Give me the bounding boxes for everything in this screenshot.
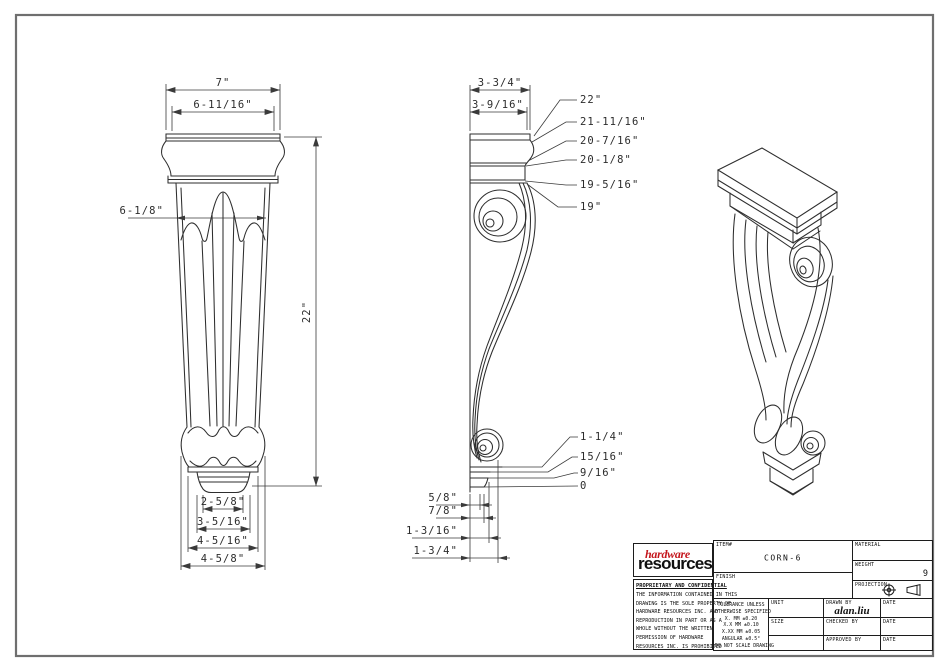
- dim-front-width-body: 6-1/8": [119, 205, 164, 217]
- proprietary-title: PROPRIETARY AND CONFIDENTIAL: [636, 583, 727, 589]
- projection-label: PROJECTION: [855, 582, 888, 588]
- approved-by-cell: APPROVED BY: [823, 635, 881, 651]
- finish-cell: FINISH: [713, 572, 853, 599]
- unit-cell: UNIT: [768, 598, 824, 618]
- leader-9-16: 9/16": [580, 467, 617, 479]
- checked-by-label: CHECKED BY: [826, 619, 859, 625]
- side-view-dimensions: 3-3/4" 3-9/16" 22" 21-11/16" 20-7/16" 20…: [406, 77, 647, 563]
- finish-label: FINISH: [716, 574, 736, 580]
- date-cell-1: DATE: [880, 598, 933, 618]
- dim-front-width-cap: 6-11/16": [193, 99, 252, 111]
- isometric-view: [716, 147, 838, 496]
- dim-side-depth-top: 3-3/4": [478, 77, 523, 89]
- projection-symbols: [882, 583, 921, 597]
- date-cell-3: DATE: [880, 635, 933, 651]
- tolerance-cell: TOLERANCE UNLESS OTHERWISE SPECIFIED X. …: [713, 598, 774, 651]
- front-view: [161, 133, 285, 494]
- front-view-dimensions: 7" 6-11/16" 6-1/8" 22" 2-5/8" 3-5/16" 4-…: [119, 77, 322, 570]
- projection-cone-icon: [906, 583, 921, 597]
- leader-22: 22": [580, 94, 602, 106]
- unit-label: UNIT: [771, 600, 784, 606]
- dim-front-height: 22": [301, 301, 313, 323]
- item-value: CORN-6: [764, 553, 802, 563]
- dim-front-base-1: 2-5/8": [201, 496, 246, 508]
- item-label: ITEM#: [716, 542, 733, 548]
- date-cell-2: DATE: [880, 617, 933, 636]
- date-label-2: DATE: [883, 619, 896, 625]
- material-cell: MATERIAL: [852, 540, 933, 561]
- dim-side-base-2: 7/8": [428, 505, 458, 517]
- blank-cell: [768, 635, 824, 651]
- size-label: SIZE: [771, 619, 784, 625]
- checked-by-cell: CHECKED BY: [823, 617, 881, 636]
- dim-side-depth-cap: 3-9/16": [472, 99, 524, 111]
- sheet-border: [14, 13, 935, 658]
- dim-side-base-1: 5/8": [428, 492, 458, 504]
- date-label-1: DATE: [883, 600, 896, 606]
- dim-front-base-3: 4-5/16": [197, 535, 249, 547]
- leader-0: 0: [580, 480, 587, 492]
- date-label-3: DATE: [883, 637, 896, 643]
- weight-cell: WEIGHT 9: [852, 560, 933, 581]
- leader-20-7-16: 20-7/16": [580, 135, 639, 147]
- weight-label: WEIGHT: [855, 562, 875, 568]
- logo-resources: resources: [638, 554, 713, 573]
- leader-19-5-16: 19-5/16": [580, 179, 639, 191]
- dim-side-base-3: 1-3/16": [406, 525, 458, 537]
- leader-21-11-16: 21-11/16": [580, 116, 647, 128]
- side-view: [469, 133, 536, 493]
- dim-front-base-2: 3-5/16": [197, 516, 249, 528]
- leader-15-16: 15/16": [580, 451, 625, 463]
- drawn-by-cell: DRAWN BY alan.liu: [823, 598, 881, 618]
- logo-hardware: hardware: [645, 547, 690, 561]
- size-cell: SIZE: [768, 617, 824, 636]
- item-cell: ITEM# CORN-6: [713, 540, 853, 573]
- dim-front-base-4: 4-5/8": [201, 553, 246, 565]
- logo: hardware resources: [633, 543, 713, 577]
- approved-by-label: APPROVED BY: [826, 637, 862, 643]
- leader-1-1-4: 1-1/4": [580, 431, 625, 443]
- proprietary-notice: PROPRIETARY AND CONFIDENTIAL THE INFORMA…: [633, 579, 737, 650]
- drawn-by-label: DRAWN BY: [826, 600, 852, 606]
- leader-20-1-8: 20-1/8": [580, 154, 632, 166]
- weight-value: 9: [922, 569, 928, 579]
- dim-side-base-4: 1-3/4": [413, 545, 458, 557]
- projection-cell: PROJECTION: [852, 580, 933, 599]
- leader-19: 19": [580, 201, 602, 213]
- material-label: MATERIAL: [855, 542, 881, 548]
- drawn-by-signature: alan.liu: [834, 605, 870, 617]
- dim-front-width-top: 7": [216, 77, 231, 89]
